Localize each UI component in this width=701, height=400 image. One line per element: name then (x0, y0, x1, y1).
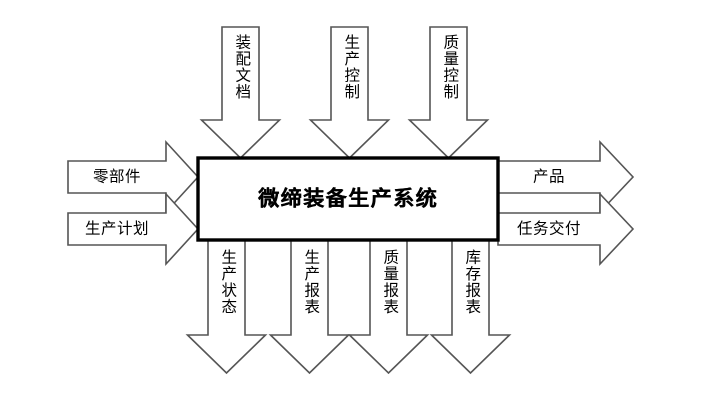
arrow-shape[interactable] (67, 191, 200, 267)
arrow-shape[interactable] (268, 239, 351, 375)
top-arrow-shapes (199, 26, 490, 160)
right-arrow-shapes (497, 139, 635, 267)
arrow-shape[interactable] (497, 139, 635, 215)
arrow-shape[interactable] (308, 26, 391, 160)
arrow-shape[interactable] (67, 139, 200, 215)
left-arrow-shapes (67, 139, 200, 267)
arrow-shape[interactable] (347, 239, 430, 375)
arrow-shape[interactable] (185, 239, 268, 375)
bottom-arrow-shapes (185, 239, 512, 375)
core-system-box[interactable] (196, 156, 500, 242)
arrow-shape[interactable] (199, 26, 282, 160)
arrow-shape[interactable] (407, 26, 490, 160)
arrow-shape[interactable] (497, 191, 635, 267)
arrow-shape[interactable] (429, 239, 512, 375)
